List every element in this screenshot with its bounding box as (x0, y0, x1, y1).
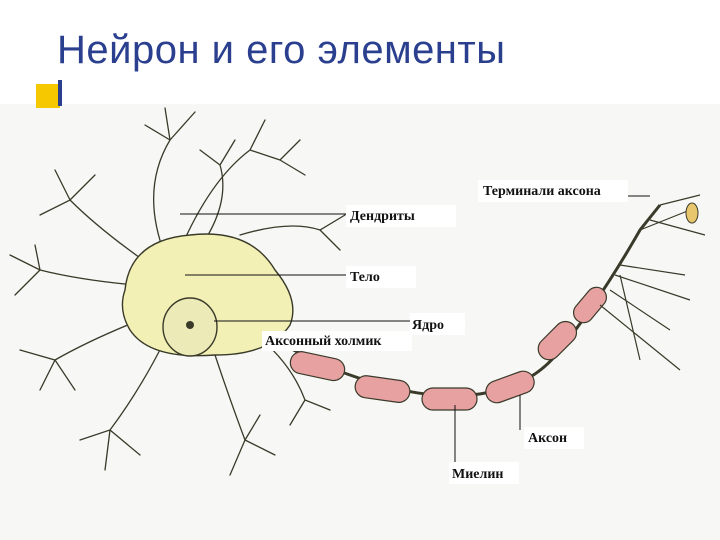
myelin-sheaths (289, 286, 608, 411)
label-boxes (262, 180, 628, 484)
label-axon: Аксон (528, 431, 567, 446)
label-axon-hillock: Аксонный холмик (265, 334, 382, 349)
diagram-background (0, 104, 720, 540)
axon-terminals (599, 194, 706, 371)
label-dendrites: Дендриты (350, 209, 415, 224)
nucleolus-shape (186, 321, 194, 329)
title-accent-block (36, 84, 60, 108)
axon-group (274, 204, 662, 411)
label-myelin: Миелин (452, 467, 503, 482)
slide-title: Нейрон и его элементы (57, 28, 506, 72)
label-nucleus: Ядро (412, 318, 444, 333)
terminal-bouton (685, 202, 699, 224)
label-terminals: Терминали аксона (483, 184, 601, 199)
title-accent-line (58, 80, 62, 106)
label-soma: Тело (350, 270, 380, 285)
